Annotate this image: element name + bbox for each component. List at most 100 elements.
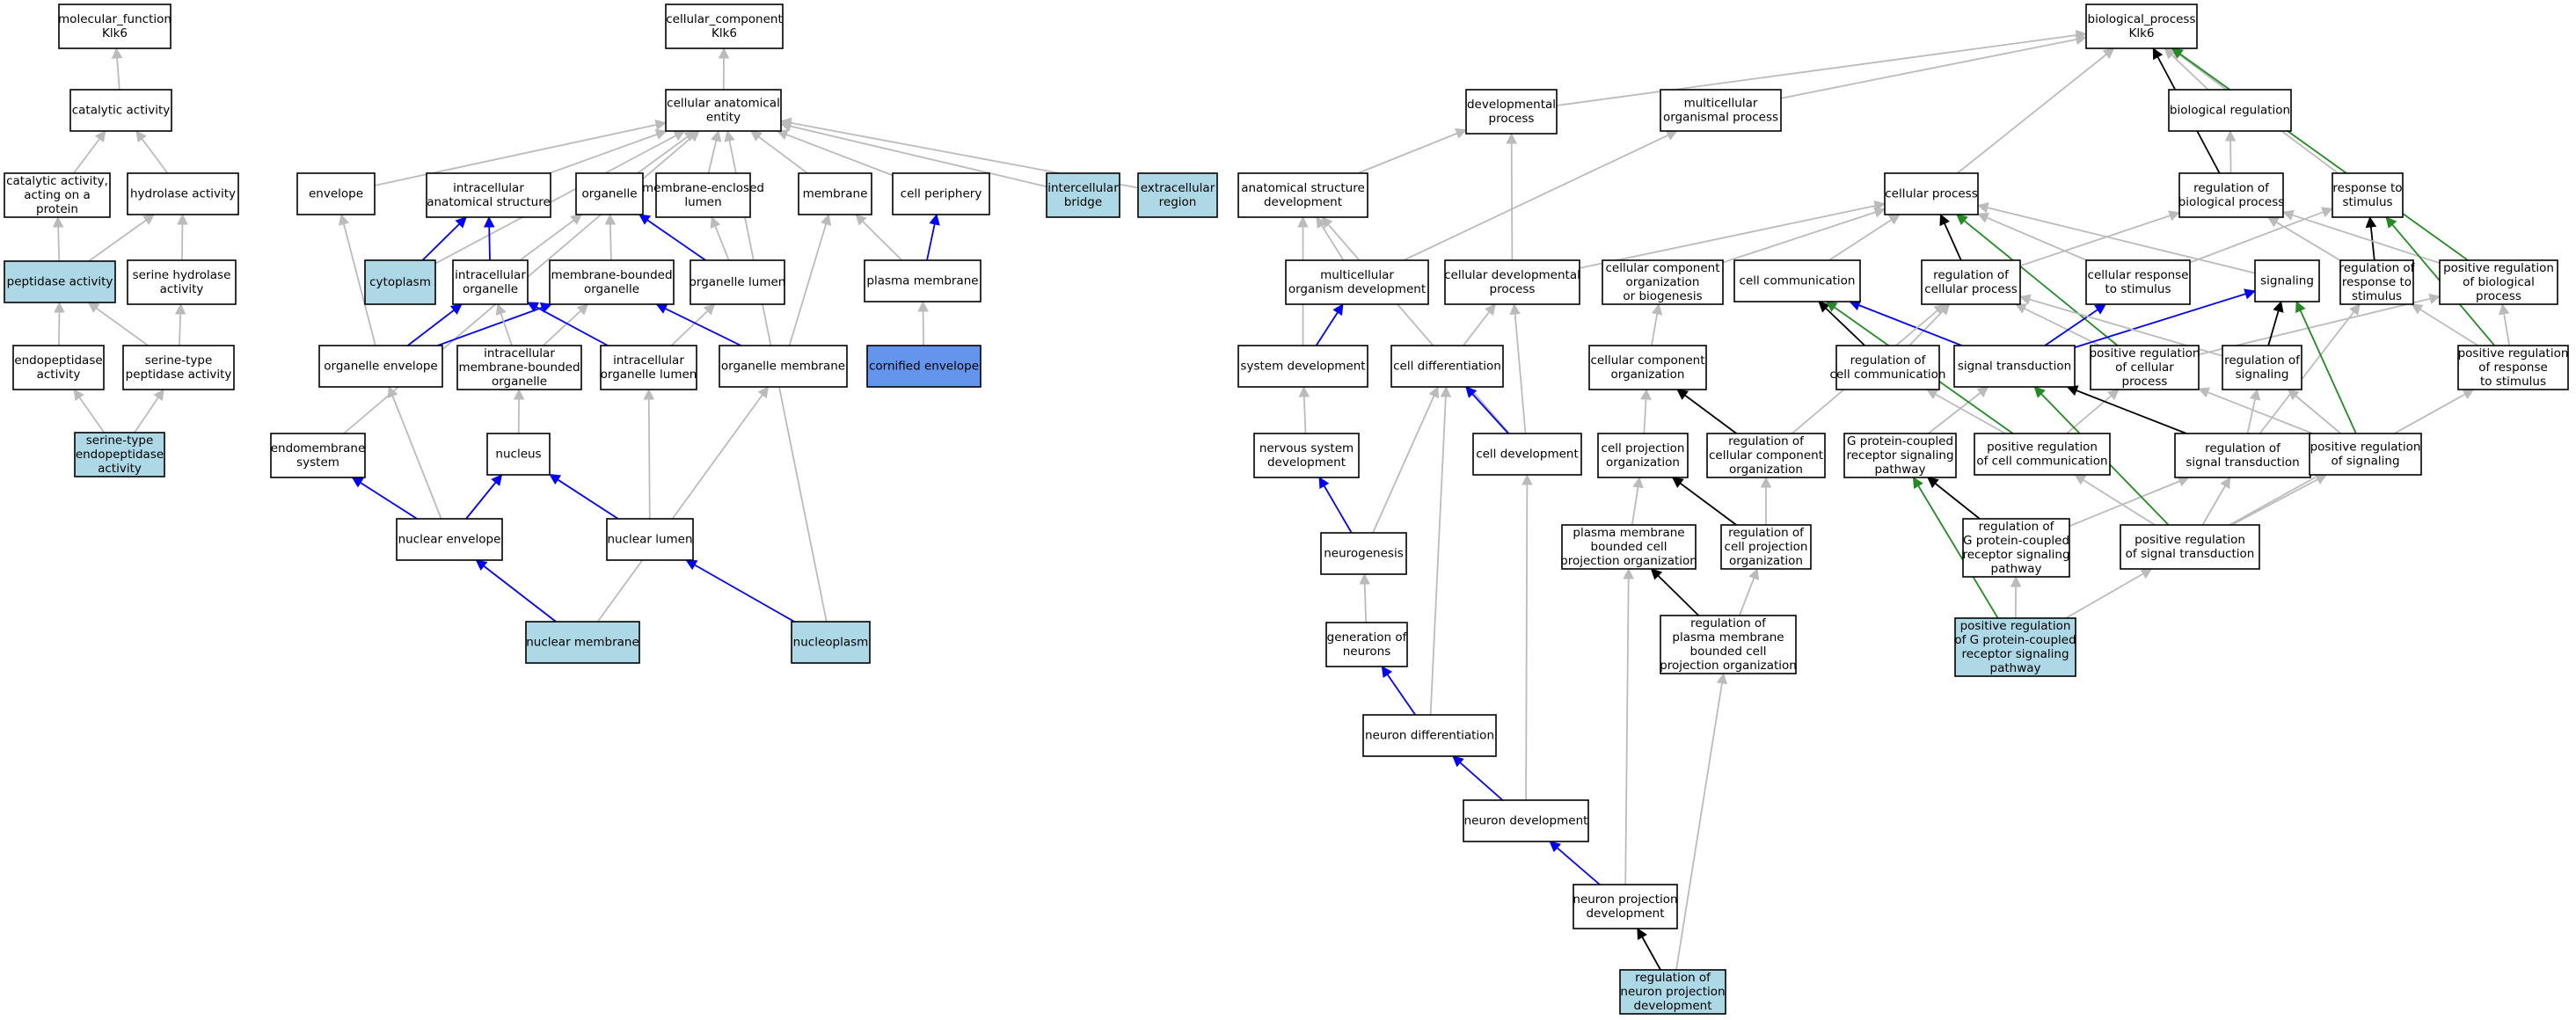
- node-box: [486, 433, 551, 476]
- node-cdiff[interactable]: cell differentiation: [1390, 345, 1504, 388]
- node-breg[interactable]: biological regulation: [2168, 89, 2292, 132]
- node-box: [69, 89, 172, 132]
- node-ccom[interactable]: cell communication: [1733, 259, 1861, 302]
- edge-cpo-cco: [1640, 388, 1652, 434]
- node-label-line: anatomical structure: [427, 195, 551, 209]
- edge-st-crs: [2044, 303, 2107, 346]
- node-cdev[interactable]: cell development: [1472, 433, 1582, 476]
- node-oenv[interactable]: organelle envelope: [318, 345, 443, 388]
- node-ngen[interactable]: neurogenesis: [1320, 532, 1407, 575]
- node-sd[interactable]: system development: [1237, 345, 1368, 388]
- node-nl[interactable]: nuclear lumen: [606, 518, 694, 561]
- edge-rsig-sig: [2267, 300, 2284, 346]
- node-pm[interactable]: plasma membrane: [864, 259, 982, 302]
- node-box: [2309, 433, 2422, 476]
- node-cp[interactable]: cellular process: [1884, 172, 1979, 215]
- node-nm[interactable]: nuclear membrane: [525, 621, 640, 664]
- node-ce[interactable]: cornified envelope: [866, 345, 982, 388]
- node-label-line: organization: [1729, 554, 1803, 568]
- node-label-line: regulation of: [2339, 261, 2416, 275]
- node-cyt[interactable]: cytoplasm: [364, 259, 436, 305]
- node-box: [719, 345, 848, 388]
- node-label-line: protein: [36, 202, 78, 216]
- node-box: [452, 259, 529, 305]
- node-label-line: serine-type: [145, 353, 213, 368]
- edge-npd-pmbcp: [1623, 567, 1634, 885]
- node-cper[interactable]: cell periphery: [892, 172, 990, 215]
- edge-st-sig: [2074, 288, 2257, 348]
- node-ndiff[interactable]: neuron differentiation: [1362, 714, 1497, 757]
- node-cat[interactable]: catalytic activity: [69, 89, 172, 132]
- node-om[interactable]: organelle membrane: [719, 345, 848, 388]
- node-mem[interactable]: membrane: [798, 172, 872, 215]
- node-ne[interactable]: nuclear envelope: [396, 518, 503, 561]
- node-env[interactable]: envelope: [296, 172, 376, 215]
- node-sig[interactable]: signaling: [2254, 259, 2320, 302]
- node-label-line: regulation of: [1850, 353, 1927, 368]
- node-np[interactable]: nucleoplasm: [791, 621, 871, 664]
- node-org[interactable]: organelle: [575, 172, 644, 215]
- node-ndev[interactable]: neuron development: [1463, 799, 1589, 842]
- node-nuc[interactable]: nucleus: [486, 433, 551, 476]
- edge-cco-ccob: [1651, 302, 1663, 346]
- node-pep[interactable]: peptidase activity: [4, 260, 116, 303]
- edge-ndiff-gon: [1381, 666, 1417, 716]
- node-label-line: development: [1264, 195, 1342, 209]
- node-hyd[interactable]: hydrolase activity: [127, 172, 239, 215]
- node-st[interactable]: signal transduction: [1953, 345, 2076, 388]
- node-box: [2222, 345, 2302, 390]
- node-ol[interactable]: organelle lumen: [690, 259, 786, 305]
